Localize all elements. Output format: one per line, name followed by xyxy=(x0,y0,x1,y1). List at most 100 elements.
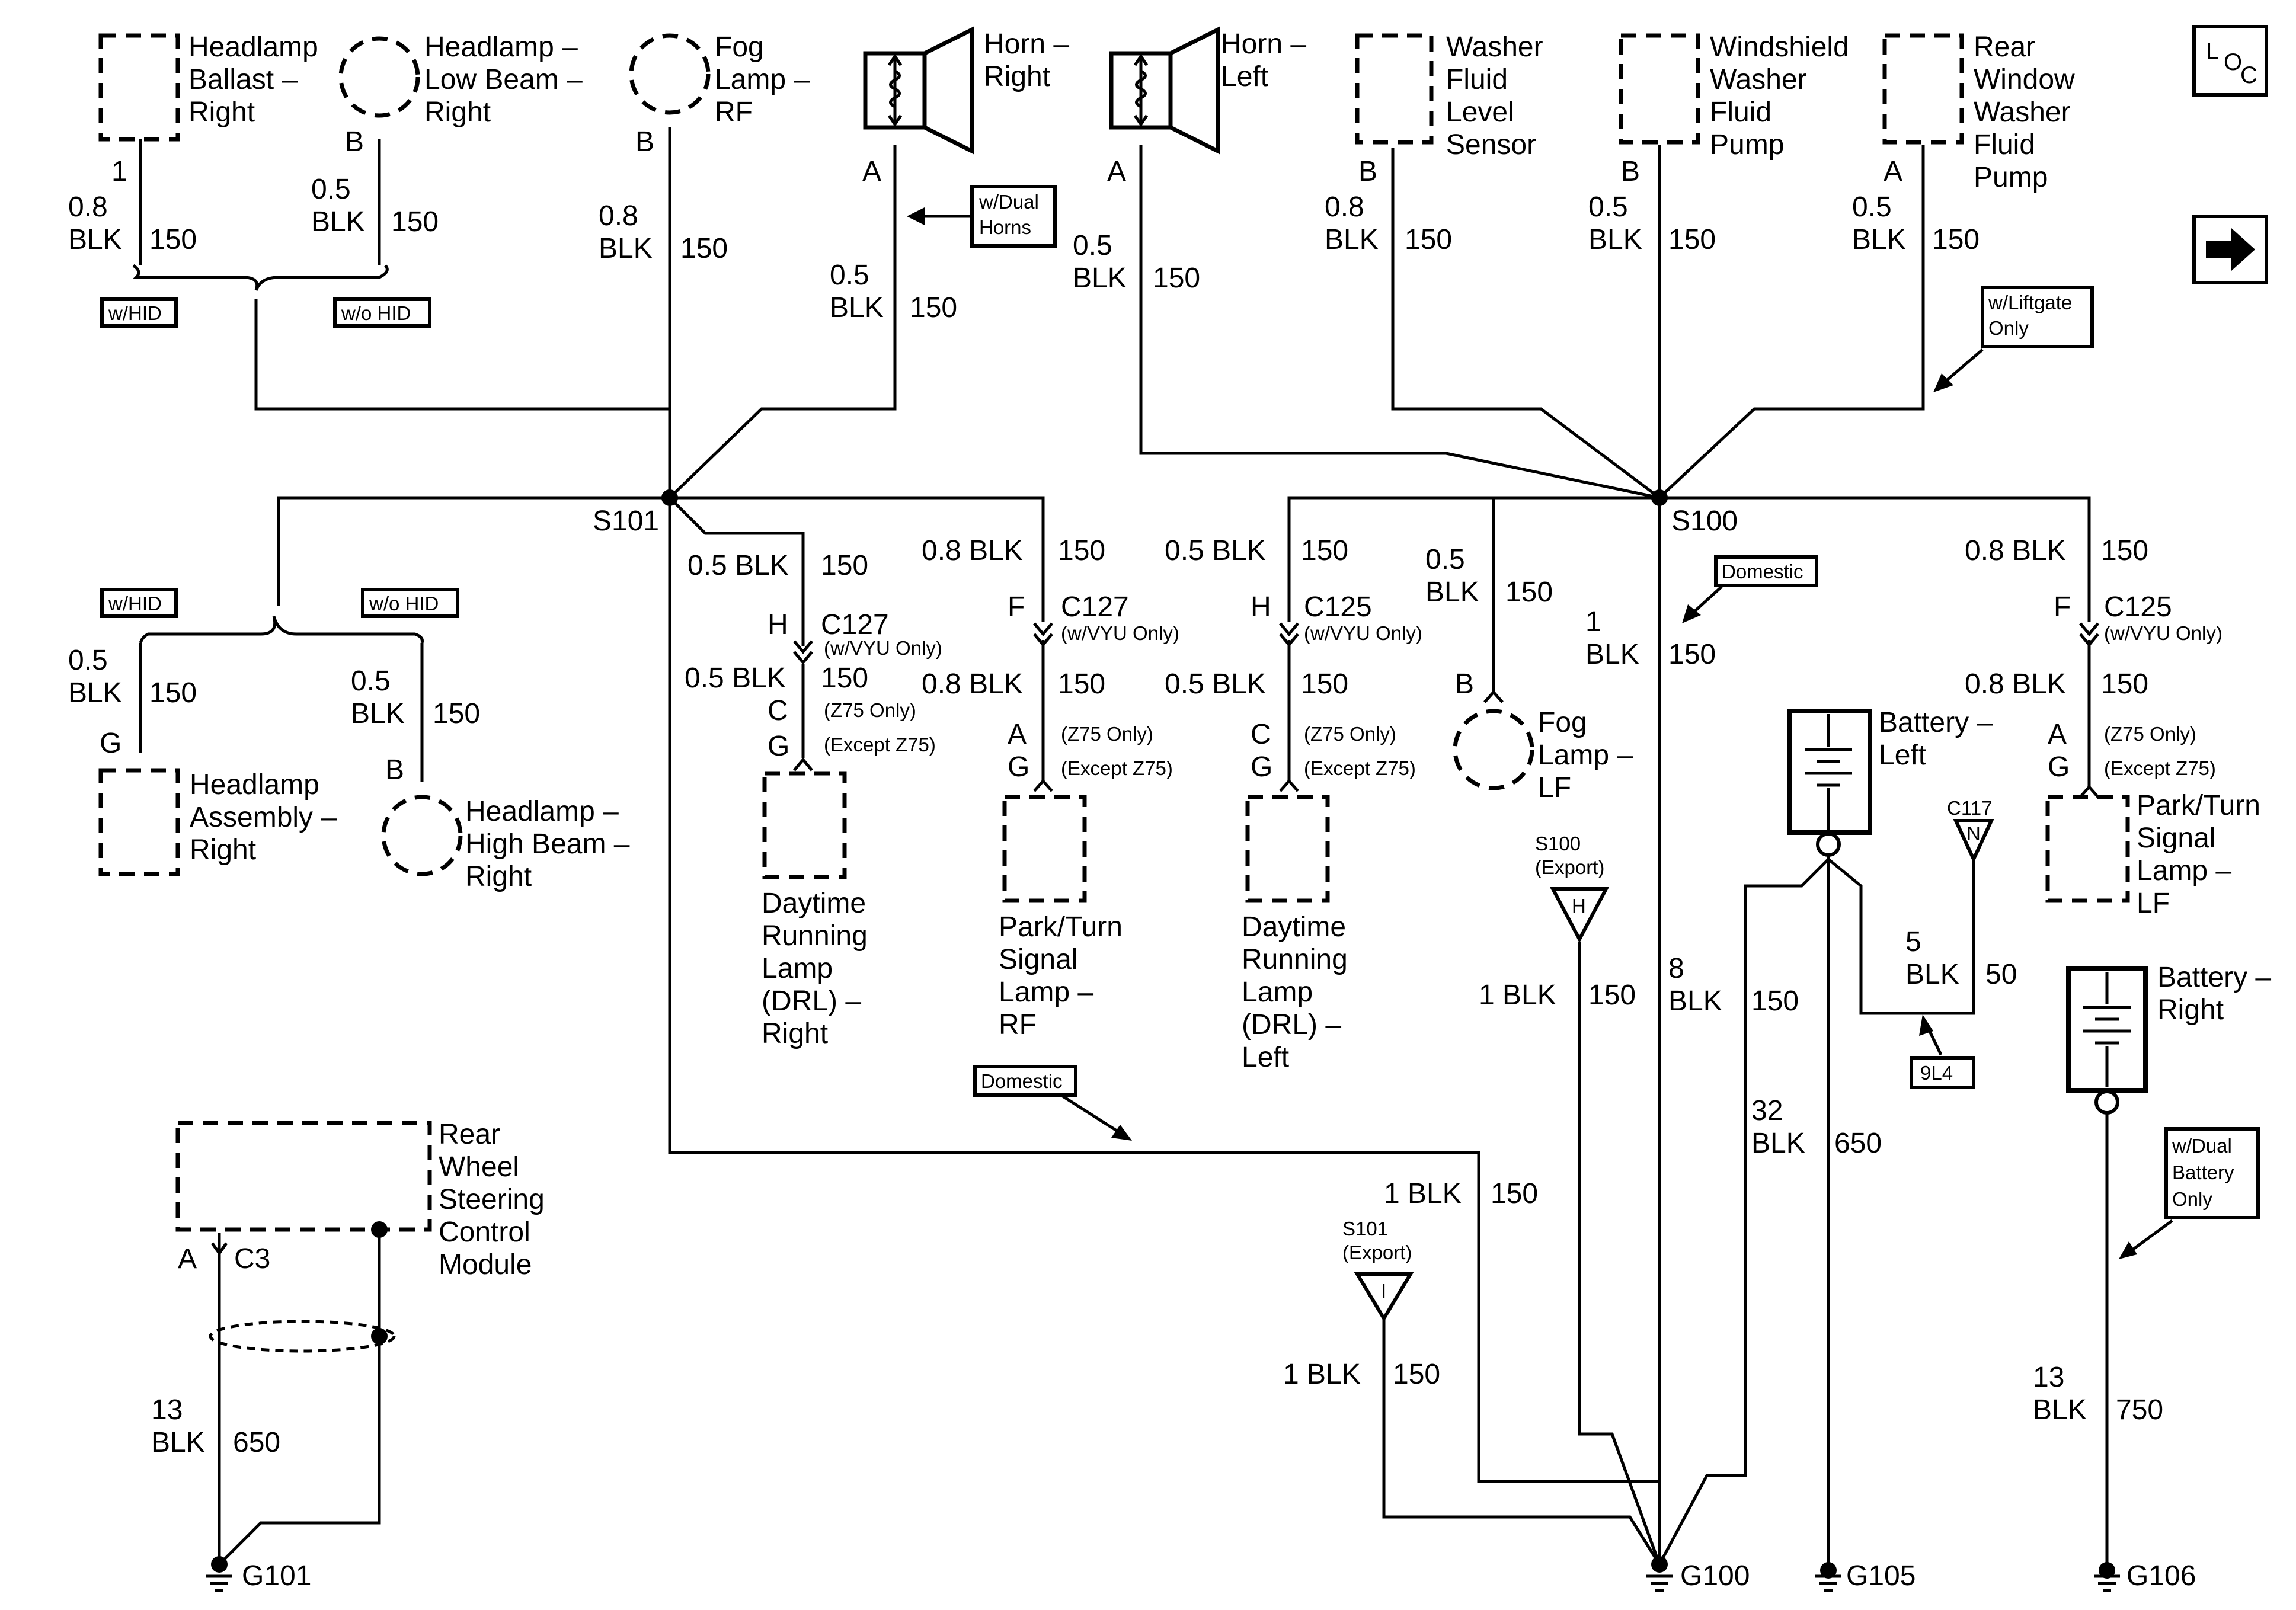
svg-text:w/o HID: w/o HID xyxy=(369,593,439,614)
svg-text:32: 32 xyxy=(1751,1095,1783,1126)
svg-text:A: A xyxy=(1008,719,1027,750)
svg-text:Headlamp: Headlamp xyxy=(190,769,319,801)
svg-text:L: L xyxy=(2206,39,2219,65)
svg-text:Left: Left xyxy=(1221,61,1268,92)
svg-text:(w/VYU Only): (w/VYU Only) xyxy=(2104,622,2223,644)
option-dual-horns: w/Dual Horns xyxy=(907,185,1057,248)
svg-text:(Except Z75): (Except Z75) xyxy=(1304,757,1416,779)
svg-text:Domestic: Domestic xyxy=(1722,561,1803,582)
svg-text:150: 150 xyxy=(149,677,197,709)
svg-text:Wheel: Wheel xyxy=(439,1151,519,1183)
svg-text:150: 150 xyxy=(1058,668,1105,700)
svg-text:0.8: 0.8 xyxy=(599,200,638,232)
svg-text:LF: LF xyxy=(1538,772,1571,804)
svg-text:Fluid: Fluid xyxy=(1974,129,2035,161)
svg-text:H: H xyxy=(768,609,788,641)
svg-text:B: B xyxy=(635,126,654,158)
svg-text:Headlamp –: Headlamp – xyxy=(465,796,619,827)
svg-text:C127: C127 xyxy=(821,609,889,641)
svg-text:150: 150 xyxy=(149,224,197,255)
svg-text:Level: Level xyxy=(1446,97,1514,128)
svg-text:Lamp –: Lamp – xyxy=(715,64,810,95)
svg-text:150: 150 xyxy=(433,698,480,729)
svg-text:Signal: Signal xyxy=(999,944,1077,975)
svg-text:Left: Left xyxy=(1879,740,1926,771)
svg-text:(Z75 Only): (Z75 Only) xyxy=(1061,723,1153,745)
svg-text:N: N xyxy=(1966,822,1981,844)
svg-text:Daytime: Daytime xyxy=(1242,911,1346,943)
svg-text:Fog: Fog xyxy=(1538,707,1587,738)
svg-text:C117: C117 xyxy=(1947,797,1992,819)
svg-text:Washer: Washer xyxy=(1446,31,1543,63)
svg-text:0.5 BLK: 0.5 BLK xyxy=(687,550,789,581)
svg-text:150: 150 xyxy=(1668,639,1716,670)
ground-g101-label: G101 xyxy=(242,1560,311,1592)
svg-text:RF: RF xyxy=(715,97,753,128)
svg-text:BLK: BLK xyxy=(599,233,653,264)
svg-text:Module: Module xyxy=(439,1249,532,1281)
option-domestic-s100: Domestic xyxy=(1682,555,1818,623)
s101-domestic-wire: 1 BLK 150 xyxy=(1384,1178,1538,1209)
drl-right: 0.5 BLK 150 H C127 (w/VYU Only) 0.5 BLK … xyxy=(685,550,942,1049)
ground-g100-label: G100 xyxy=(1680,1560,1750,1592)
svg-text:1 BLK: 1 BLK xyxy=(1283,1359,1361,1390)
svg-text:150: 150 xyxy=(2101,668,2148,700)
svg-text:150: 150 xyxy=(2101,535,2148,566)
svg-text:150: 150 xyxy=(1301,535,1348,566)
svg-text:Lamp –: Lamp – xyxy=(999,977,1093,1008)
battery-right: Battery – Right xyxy=(2066,962,2271,1115)
svg-text:150: 150 xyxy=(1301,668,1348,700)
rear-wheel-steering-control-module: Rear Wheel Steering Control Module A C3 … xyxy=(151,1119,545,1458)
svg-text:A: A xyxy=(862,156,881,187)
svg-text:BLK: BLK xyxy=(311,206,365,238)
svg-text:Battery –: Battery – xyxy=(2157,962,2271,993)
ref-9l4: 9L4 xyxy=(1910,1014,1975,1089)
svg-text:1 BLK: 1 BLK xyxy=(1479,980,1556,1011)
svg-text:B: B xyxy=(1358,156,1377,187)
svg-text:w/HID: w/HID xyxy=(108,593,162,614)
svg-text:(DRL) –: (DRL) – xyxy=(1242,1009,1341,1041)
svg-text:650: 650 xyxy=(1834,1128,1882,1159)
next-page-arrow-icon[interactable] xyxy=(2192,215,2268,284)
svg-text:Control: Control xyxy=(439,1217,530,1248)
svg-text:RF: RF xyxy=(999,1009,1037,1041)
svg-text:0.8 BLK: 0.8 BLK xyxy=(922,535,1023,566)
svg-text:Left: Left xyxy=(1242,1042,1289,1073)
svg-text:150: 150 xyxy=(1058,535,1105,566)
svg-text:C: C xyxy=(1251,719,1271,750)
svg-text:High Beam –: High Beam – xyxy=(465,828,630,860)
svg-text:G: G xyxy=(1251,751,1272,783)
svg-text:Running: Running xyxy=(762,920,868,952)
svg-text:0.5: 0.5 xyxy=(1852,191,1892,223)
washer-fluid-level-sensor: Washer Fluid Level Sensor B 0.8 BLK 150 xyxy=(1325,31,1543,255)
svg-text:C125: C125 xyxy=(2104,591,2172,623)
svg-text:B: B xyxy=(345,126,364,158)
svg-text:(Except Z75): (Except Z75) xyxy=(1061,757,1173,779)
svg-text:Lamp –: Lamp – xyxy=(1538,740,1633,771)
loc-icon[interactable]: L O C xyxy=(2192,25,2268,97)
svg-text:A: A xyxy=(1107,156,1126,187)
svg-text:Horn –: Horn – xyxy=(984,28,1069,60)
svg-text:F: F xyxy=(1008,591,1025,623)
svg-text:8: 8 xyxy=(1668,953,1684,984)
park-turn-rf: 0.8 BLK 150 F C127 (w/VYU Only) 0.8 BLK … xyxy=(922,535,1179,1041)
svg-text:Signal: Signal xyxy=(2137,822,2215,854)
svg-text:(Z75 Only): (Z75 Only) xyxy=(824,699,916,721)
svg-text:(Except Z75): (Except Z75) xyxy=(824,734,936,756)
svg-text:B: B xyxy=(1455,668,1474,700)
svg-text:0.8: 0.8 xyxy=(1325,191,1364,223)
svg-text:150: 150 xyxy=(1668,224,1716,255)
svg-text:13: 13 xyxy=(151,1394,183,1426)
svg-text:LF: LF xyxy=(2137,888,2170,919)
svg-text:Park/Turn: Park/Turn xyxy=(2137,790,2260,821)
svg-text:A: A xyxy=(1884,156,1902,187)
svg-text:Lamp: Lamp xyxy=(762,953,833,984)
svg-text:0.5: 0.5 xyxy=(1588,191,1628,223)
svg-text:O: O xyxy=(2224,49,2242,75)
headlamp-high-beam-right: Headlamp – High Beam – Right B 0.5 BLK 1… xyxy=(351,665,630,892)
drl-left: 0.5 BLK 150 H C125 (w/VYU Only) 0.5 BLK … xyxy=(1165,535,1422,1073)
svg-text:BLK: BLK xyxy=(1425,577,1479,608)
battery-left: Battery – Left xyxy=(1787,707,1993,857)
svg-text:Sensor: Sensor xyxy=(1446,129,1536,161)
svg-text:5: 5 xyxy=(1905,926,1921,958)
